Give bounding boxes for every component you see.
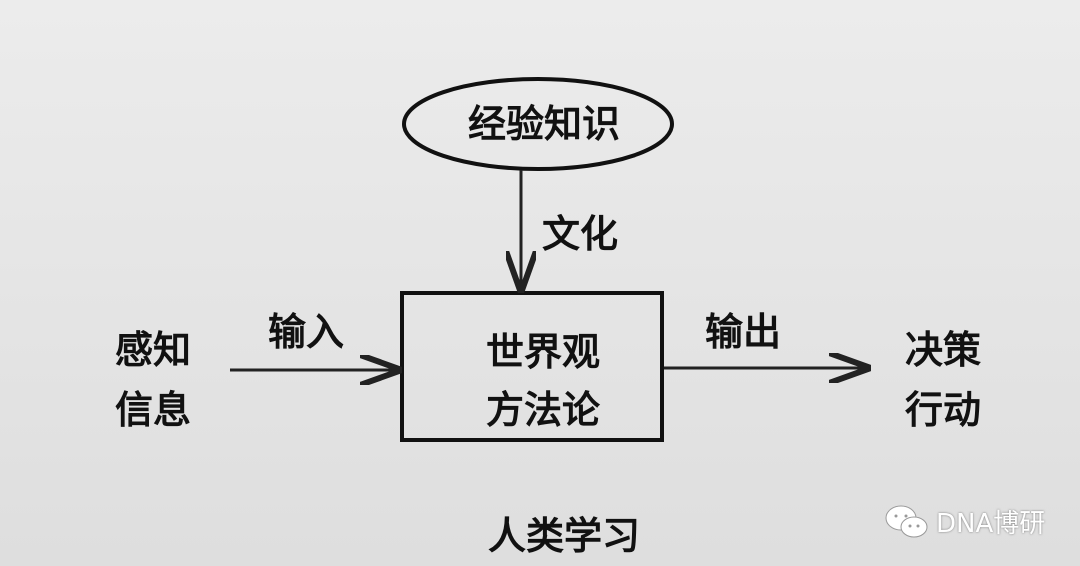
perception-label-1: 感知 (115, 328, 192, 372)
watermark-text: DNA博研 (936, 509, 1046, 539)
core-label-1: 世界观 (486, 330, 601, 374)
experience-ellipse (402, 77, 674, 171)
output-label: 输出 (705, 310, 782, 354)
core-box (400, 291, 664, 442)
perception-label-2: 信息 (115, 388, 192, 432)
input-label: 输入 (268, 310, 345, 354)
decision-label-2: 行动 (905, 388, 982, 432)
caption: 人类学习 (488, 514, 641, 558)
watermark: DNA博研 (884, 503, 1045, 540)
wechat-icon (885, 505, 928, 537)
culture-label: 文化 (542, 212, 619, 256)
experience-label: 经验知识 (468, 102, 621, 146)
core-label-2: 方法论 (486, 388, 601, 432)
decision-label-1: 决策 (905, 328, 982, 372)
